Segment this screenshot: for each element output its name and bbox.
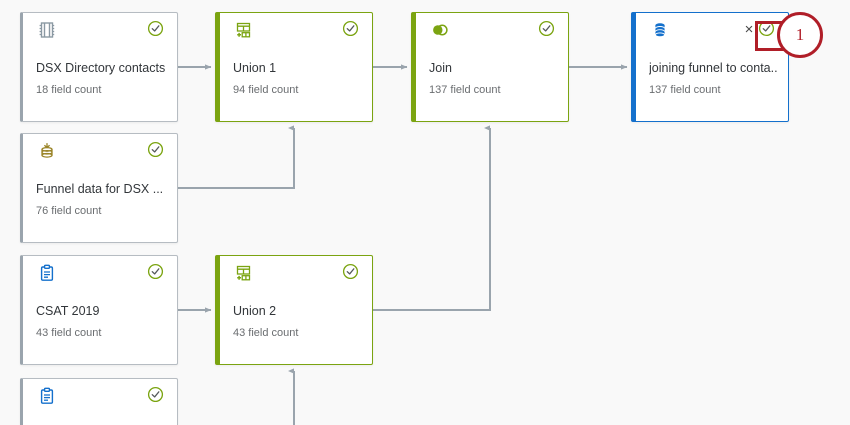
- node-header: [220, 256, 372, 290]
- check-circle-icon: [147, 141, 165, 159]
- check-circle-icon: [342, 263, 360, 281]
- database-output-icon: [649, 19, 671, 41]
- node-header: [23, 134, 177, 168]
- node-field-count: 43 field count: [36, 327, 102, 339]
- node-title: CSAT 2019: [36, 304, 100, 318]
- node-union-1[interactable]: Union 1 94 field count: [215, 12, 373, 122]
- clipboard-survey-icon: [36, 385, 58, 407]
- database-cylinder-icon: [36, 140, 58, 162]
- check-circle-icon: [147, 20, 165, 38]
- node-field-count: 94 field count: [233, 84, 299, 96]
- node-title: Join: [429, 61, 452, 75]
- node-header: [23, 379, 177, 413]
- node-header: [416, 13, 568, 47]
- node-header: [220, 13, 372, 47]
- node-field-count: 137 field count: [429, 84, 501, 96]
- node-title: DSX Directory contacts: [36, 61, 166, 75]
- contacts-book-icon: [36, 19, 58, 41]
- node-field-count: 137 field count: [649, 84, 721, 96]
- node-joining-funnel-to-contacts[interactable]: × joining funnel to conta... 137 field c…: [631, 12, 789, 122]
- close-node-button[interactable]: ×: [744, 20, 754, 38]
- check-circle-icon: [758, 20, 776, 38]
- join-venn-icon: [429, 19, 451, 41]
- node-title: joining funnel to conta...: [649, 61, 778, 75]
- union-table-icon: [233, 262, 255, 284]
- check-circle-icon: [147, 386, 165, 404]
- node-header: [23, 256, 177, 290]
- annotation-step-badge: 1: [777, 12, 823, 58]
- node-union-2[interactable]: Union 2 43 field count: [215, 255, 373, 365]
- check-circle-icon: [538, 20, 556, 38]
- union-table-icon: [233, 19, 255, 41]
- node-title: Union 2: [233, 304, 277, 318]
- node-field-count: 18 field count: [36, 84, 102, 96]
- node-header: ×: [636, 13, 788, 47]
- clipboard-survey-icon: [36, 262, 58, 284]
- connector-funnel-to-union1: [178, 125, 295, 189]
- node-field-count: 76 field count: [36, 205, 102, 217]
- node-title: Union 1: [233, 61, 277, 75]
- node-funnel-data-for-dsx[interactable]: Funnel data for DSX ... 76 field count: [20, 133, 178, 243]
- node-header: [23, 13, 177, 47]
- node-field-count: 43 field count: [233, 327, 299, 339]
- check-circle-icon: [342, 20, 360, 38]
- node-partial-survey-source[interactable]: [20, 378, 178, 425]
- node-dsx-directory-contacts[interactable]: DSX Directory contacts 18 field count: [20, 12, 178, 122]
- check-circle-icon: [147, 263, 165, 281]
- node-title: Funnel data for DSX ...: [36, 182, 164, 196]
- connector-union2-to-join: [373, 125, 491, 311]
- node-join[interactable]: Join 137 field count: [411, 12, 569, 122]
- node-csat-2019[interactable]: CSAT 2019 43 field count: [20, 255, 178, 365]
